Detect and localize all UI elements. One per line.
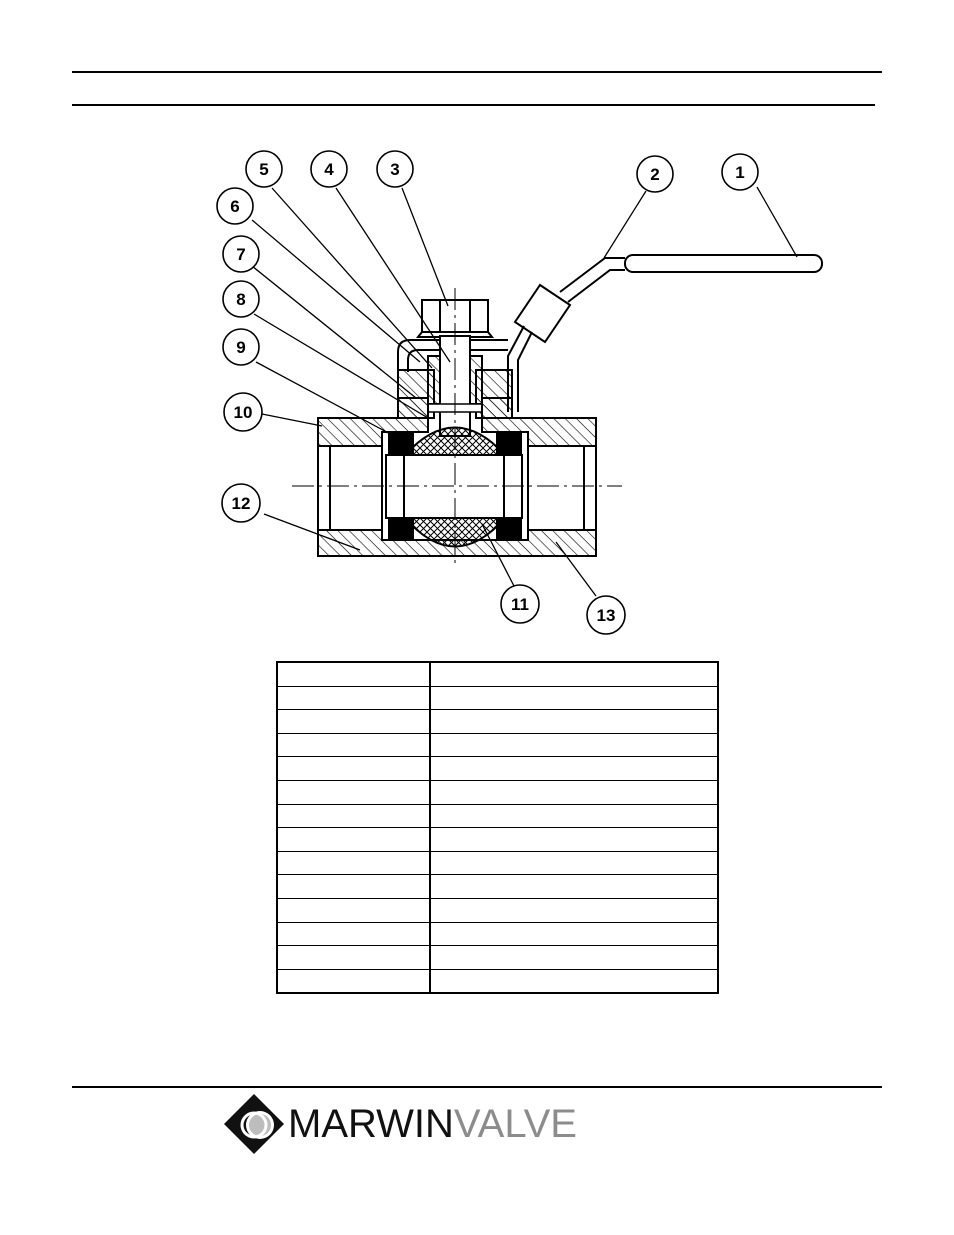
table-row — [276, 968, 719, 994]
svg-text:4: 4 — [324, 160, 334, 179]
ball-and-seats — [385, 426, 523, 548]
callout-11: 11 — [500, 584, 540, 624]
table-cell-description — [429, 921, 719, 947]
header-rule-top — [72, 71, 882, 73]
table-cell-description — [429, 732, 719, 758]
table-row — [276, 803, 719, 829]
table-cell-item — [276, 732, 431, 758]
logo-word-marwin: MARWIN — [288, 1102, 454, 1146]
table-cell-item — [276, 779, 431, 805]
callout-8: 8 — [222, 280, 260, 318]
table-row — [276, 732, 719, 758]
callout-7: 7 — [222, 235, 260, 273]
callout-10: 10 — [223, 392, 263, 432]
callout-6: 6 — [216, 187, 254, 225]
handle — [397, 254, 823, 412]
table-cell-item — [276, 709, 431, 734]
table-row — [276, 921, 719, 947]
table-cell-item — [276, 945, 431, 970]
table-row — [276, 756, 719, 781]
table-cell-description — [429, 968, 719, 994]
callout-1: 1 — [721, 153, 759, 191]
table-cell-item — [276, 827, 431, 852]
callout-4: 4 — [310, 150, 348, 188]
callout-12: 12 — [221, 483, 261, 523]
table-cell-item — [276, 968, 431, 994]
table-cell-item — [276, 897, 431, 923]
table-cell-item — [276, 756, 431, 781]
svg-text:1: 1 — [735, 163, 744, 182]
header-rule-bottom — [72, 104, 875, 106]
svg-text:13: 13 — [597, 606, 616, 625]
callout-13: 13 — [586, 595, 626, 635]
table-row — [276, 874, 719, 899]
callout-3: 3 — [376, 150, 414, 188]
callout-9: 9 — [222, 328, 260, 366]
ball-valve-exploded-diagram: 1 2 3 4 5 6 7 8 9 10 11 12 13 — [216, 150, 823, 635]
table-cell-description — [429, 850, 719, 876]
footer-rule — [72, 1086, 882, 1088]
parts-list-table — [276, 661, 719, 995]
table-row — [276, 945, 719, 970]
logo-word-valve: VALVE — [453, 1102, 577, 1146]
table-row — [276, 709, 719, 734]
logo-wordmark: MARWINVALVE — [288, 1100, 577, 1148]
table-cell-description — [429, 756, 719, 781]
svg-text:12: 12 — [232, 494, 251, 513]
table-cell-item — [276, 921, 431, 947]
callout-5: 5 — [245, 150, 283, 188]
table-row — [276, 827, 719, 852]
svg-text:3: 3 — [390, 160, 399, 179]
svg-text:9: 9 — [236, 338, 245, 357]
marwin-valve-logo: MARWINVALVE — [222, 1092, 577, 1156]
stem-nut — [415, 299, 495, 338]
svg-text:5: 5 — [259, 160, 268, 179]
logo-mark-icon — [224, 1094, 284, 1154]
table-cell-item — [276, 803, 431, 829]
table-cell-description — [429, 803, 719, 829]
svg-text:7: 7 — [236, 245, 245, 264]
table-cell-item — [276, 685, 431, 711]
callout-2: 2 — [636, 155, 674, 193]
table-cell-description — [429, 945, 719, 970]
svg-text:11: 11 — [511, 595, 529, 614]
table-cell-description — [429, 661, 719, 687]
table-row — [276, 779, 719, 805]
table-cell-item — [276, 661, 431, 687]
table-row — [276, 661, 719, 687]
leader-lines — [251, 186, 798, 597]
table-cell-item — [276, 874, 431, 899]
table-row — [276, 850, 719, 876]
table-cell-description — [429, 897, 719, 923]
table-row — [276, 685, 719, 711]
svg-text:10: 10 — [234, 403, 253, 422]
svg-text:8: 8 — [236, 290, 245, 309]
svg-text:2: 2 — [650, 165, 659, 184]
table-cell-description — [429, 685, 719, 711]
table-row — [276, 897, 719, 923]
svg-text:6: 6 — [230, 197, 239, 216]
table-cell-description — [429, 709, 719, 734]
table-cell-description — [429, 874, 719, 899]
table-cell-item — [276, 850, 431, 876]
table-cell-description — [429, 827, 719, 852]
table-cell-description — [429, 779, 719, 805]
